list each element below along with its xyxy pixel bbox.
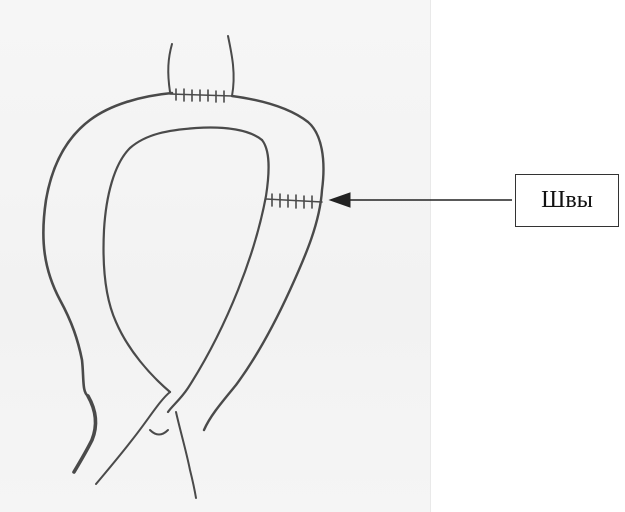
bifurcation-left [96,392,170,484]
arrow-head [330,193,350,207]
sutures-label-box: Швы [515,174,619,227]
outer-vessel-wall [43,93,172,396]
sutures-label: Швы [541,187,593,214]
bifurcation-center [176,412,196,498]
lower-left-trunk [74,396,95,472]
bifurcation-notch [150,430,168,435]
inner-vessel-wall [104,128,263,393]
inner-right-wall [168,140,269,412]
outer-right-wall [204,96,323,430]
callout-arrow [330,193,512,207]
upper-vessel-left-wall [168,44,172,92]
top-suture [170,89,232,102]
upper-vessel-right-wall [228,36,234,96]
side-suture [266,194,322,208]
